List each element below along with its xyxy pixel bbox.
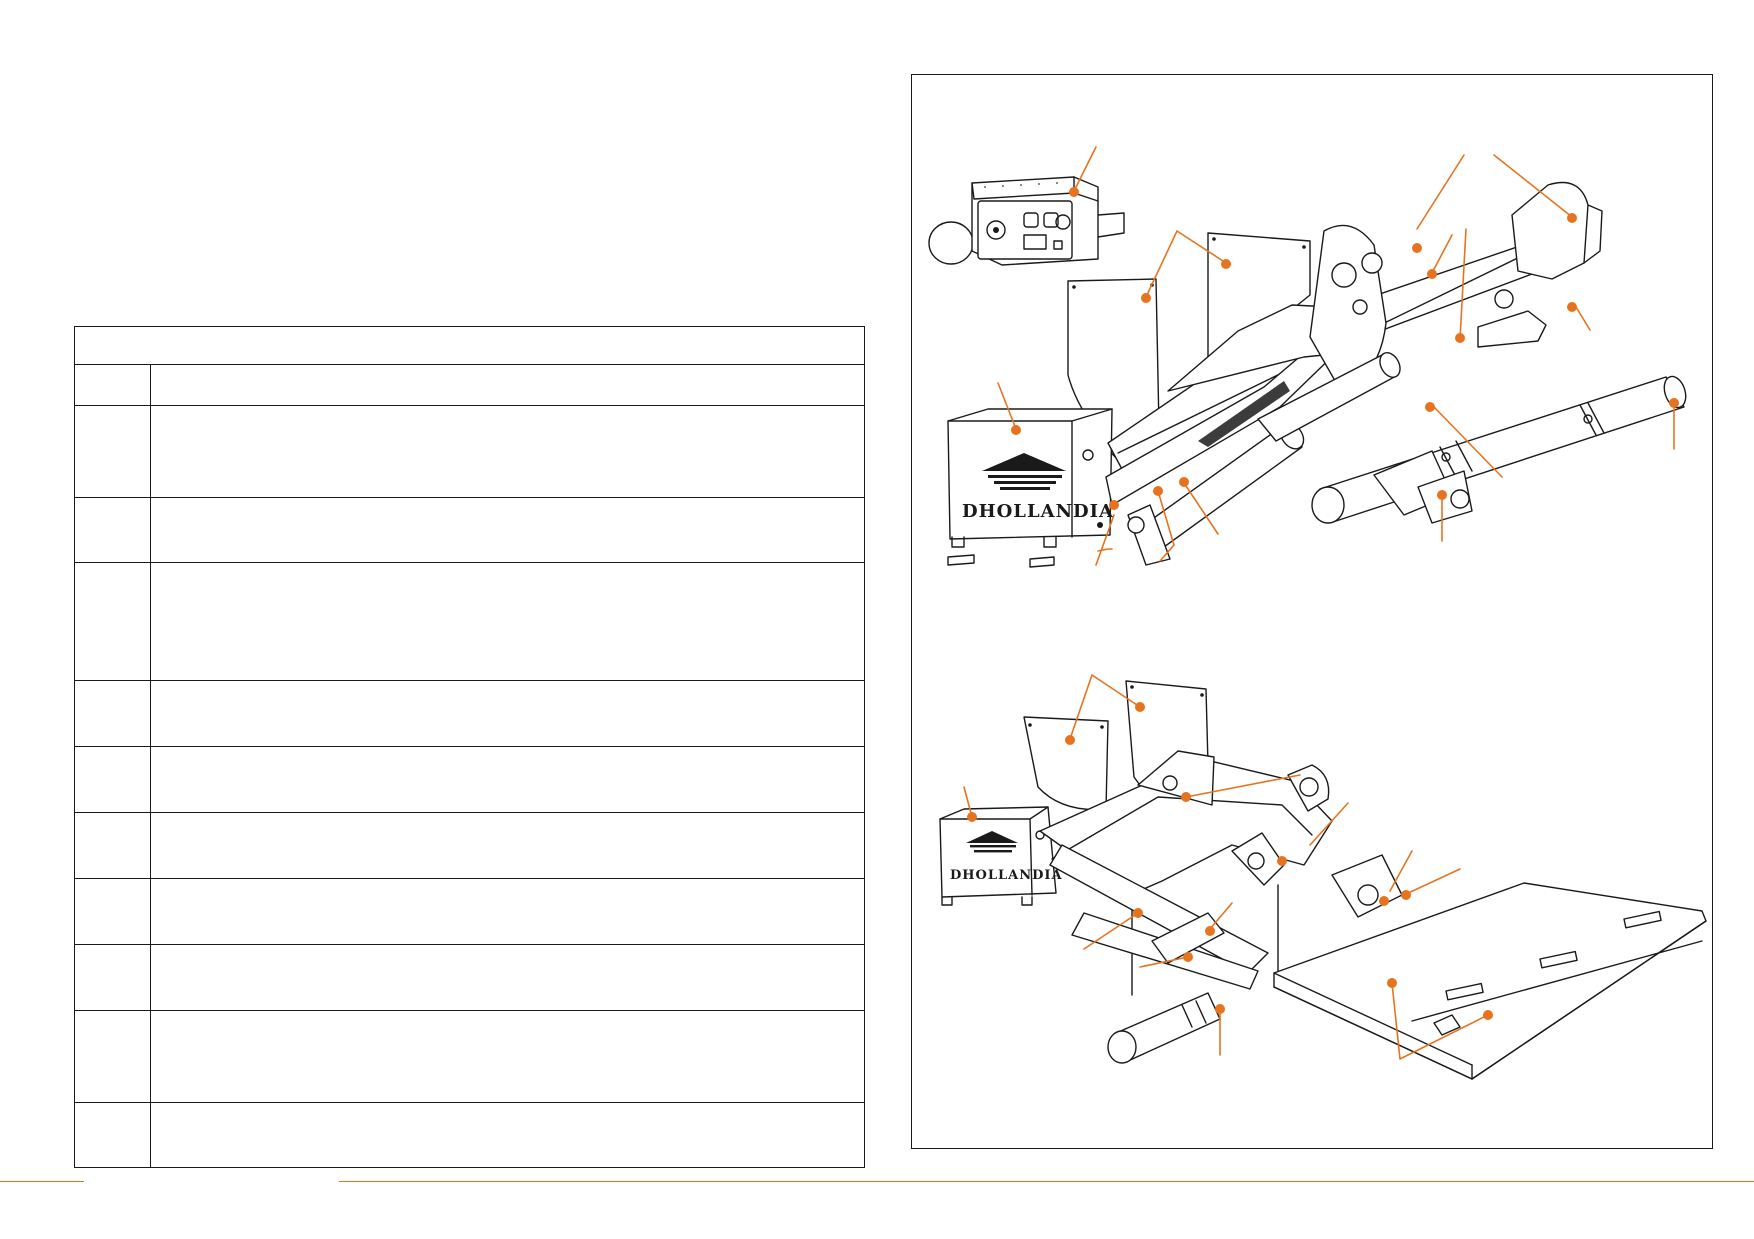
brand-logo-lower: DHOLLANDIA: [950, 868, 1063, 883]
hydraulic-cylinders: [1127, 352, 1401, 566]
row-number: [74, 1010, 151, 1103]
control-box: [928, 176, 1125, 266]
brand-logo: DHOLLANDIA: [962, 501, 1114, 522]
table-row: [74, 812, 865, 879]
row-number: [74, 878, 151, 945]
upper-callouts: [997, 146, 1675, 566]
row-number: [74, 680, 151, 747]
row-description: [150, 497, 865, 563]
table-row: [74, 562, 865, 681]
roller-bar: [1311, 375, 1687, 524]
table-row: [74, 746, 865, 813]
table-row: [74, 497, 865, 563]
row-description: [150, 1102, 865, 1168]
row-description: [150, 812, 865, 879]
upper-callout-dots: [1011, 187, 1679, 510]
table-header-row: [74, 326, 865, 365]
row-description: [150, 944, 865, 1011]
table-row: [74, 944, 865, 1011]
parts-table: [74, 326, 865, 1168]
lower-callout-dots: [967, 702, 1493, 1020]
row-description: [150, 746, 865, 813]
row-description: [150, 562, 865, 681]
row-description: [150, 405, 865, 498]
row-description: [150, 878, 865, 945]
table-row: [74, 364, 865, 406]
table-row: [74, 680, 865, 747]
row-description: [150, 1010, 865, 1103]
table-title: [74, 326, 865, 365]
footer-rule-left: [0, 1181, 84, 1182]
row-number: [74, 364, 151, 406]
table-row: [74, 1102, 865, 1168]
table-row: [74, 878, 865, 945]
power-pack-box: DHOLLANDIA: [947, 408, 1114, 568]
table-row: [74, 1010, 865, 1103]
lower-callouts: [963, 674, 1489, 1060]
upper-view: DHOLLANDIA: [928, 176, 1687, 568]
row-number: [74, 812, 151, 879]
row-number: [74, 497, 151, 563]
row-number: [74, 405, 151, 498]
row-number: [74, 944, 151, 1011]
row-description: [150, 680, 865, 747]
footer-rule-right: [339, 1181, 1754, 1182]
figure-frame: DHOLLANDIA: [911, 74, 1713, 1149]
row-description: [150, 364, 865, 406]
row-number: [74, 562, 151, 681]
tail-lift-diagram: DHOLLANDIA: [928, 146, 1707, 1080]
row-number: [74, 746, 151, 813]
table-row: [74, 405, 865, 498]
lower-view: DHOLLANDIA: [939, 680, 1707, 1080]
row-number: [74, 1102, 151, 1168]
